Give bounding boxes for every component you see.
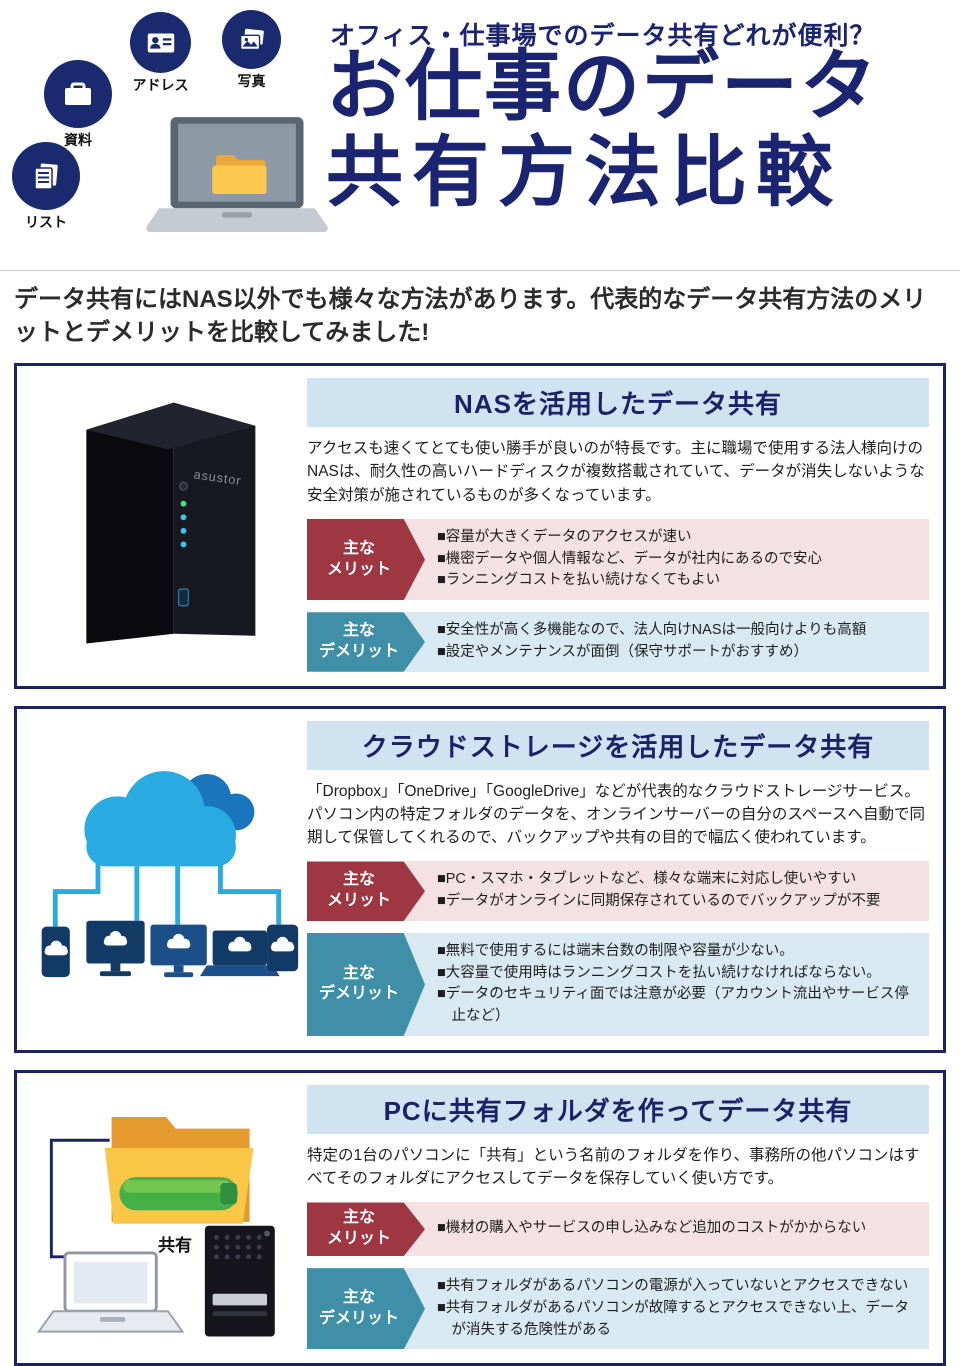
section-title: クラウドストレージを活用したデータ共有 <box>307 720 929 770</box>
demerit-point: ■共有フォルダがあるパソコンが故障するとアクセスできない上、データが消失する危険… <box>437 1299 910 1338</box>
address-bubble: アドレス <box>130 12 191 95</box>
docs-bubble: 資料 <box>44 60 112 150</box>
demerit-point: ■データのセキュリティ面では注意が必要（アカウント流出やサービス停止など） <box>437 986 909 1025</box>
demerit-tag: 主な デメリット <box>307 932 425 1036</box>
merit-points: ■容量が大きくデータのアクセスが速い ■機密データや個人情報など、データが社内に… <box>405 518 929 601</box>
section-body: 特定の1台のパソコンに「共有」という名前のフォルダを作り、事務所の他パソコンはす… <box>307 1146 920 1188</box>
merit-point: ■機材の購入やサービスの申し込みなど追加のコストがかからない <box>437 1220 867 1237</box>
tagline: オフィス・仕事場でのデータ共有どれが便利？ <box>330 22 876 50</box>
demerit-points: ■共有フォルダがあるパソコンの電源が入っていないとアクセスできない ■共有フォル… <box>405 1268 929 1350</box>
merit-point: ■データがオンラインに同期保存されているのでバックアップが不要 <box>437 893 881 910</box>
merit-tag: 主な メリット <box>307 861 425 921</box>
page-title: お仕事のデータ 共有方法比較 <box>326 44 879 216</box>
page-title-line1: お仕事のデータ <box>326 44 879 130</box>
nas-tower-icon: asustor <box>86 402 256 644</box>
contact-card-icon <box>130 12 191 73</box>
merit-tag-top: 主な <box>342 871 375 889</box>
merit-points: ■機材の購入やサービスの申し込みなど追加のコストがかからない <box>405 1202 929 1257</box>
briefcase-icon <box>44 60 112 128</box>
merit-tag-bottom: メリット <box>326 1230 391 1248</box>
docs-bubble-label: 資料 <box>64 132 92 148</box>
section-cloud: クラウドストレージを活用したデータ共有 「Dropbox」「OneDrive」「… <box>14 705 946 1053</box>
demerit-tag-top: 主な <box>342 622 375 640</box>
merit-point: ■ランニングコストを払い続けなくてもよい <box>437 572 721 589</box>
demerit-tag-top: 主な <box>342 1288 375 1306</box>
laptop-illustration <box>142 112 332 245</box>
demerit-points: ■安全性が高く多機能なので、法人向けNASは一般向けよりも高額 ■設定やメンテナ… <box>405 612 929 672</box>
photo-icon <box>222 10 281 69</box>
section-pc-share: 共有 PCに共有フォルダを作ってデータ共有 特定の1台のパソコンに「共有」という… <box>14 1069 946 1366</box>
demerit-point: ■無料で使用するには端末台数の制限や容量が少ない。 <box>437 942 794 959</box>
demerit-row: 主な デメリット ■共有フォルダがあるパソコンの電源が入っていないとアクセスでき… <box>307 1268 929 1350</box>
merit-row: 主な メリット ■容量が大きくデータのアクセスが速い ■機密データや個人情報など… <box>307 518 929 601</box>
demerit-row: 主な デメリット ■安全性が高く多機能なので、法人向けNASは一般向けよりも高額… <box>307 612 929 672</box>
section-body: 「Dropbox」「OneDrive」「GoogleDrive」などが代表的なク… <box>307 782 925 847</box>
section-title: NASを活用したデータ共有 <box>307 378 929 428</box>
merit-row: 主な メリット ■機材の購入やサービスの申し込みなど追加のコストがかからない <box>307 1202 929 1257</box>
list-document-icon <box>12 142 80 210</box>
merit-tag-top: 主な <box>342 1209 375 1227</box>
merit-tag: 主な メリット <box>307 518 425 601</box>
section-nas: asustor NASを活用したデータ共有 アクセスも速くてとても使い勝手が良い… <box>14 363 946 689</box>
demerit-tag-bottom: デメリット <box>318 1309 399 1327</box>
merit-tag: 主な メリット <box>307 1202 425 1257</box>
demerit-tag-bottom: デメリット <box>318 642 399 660</box>
merit-tag-bottom: メリット <box>326 892 391 910</box>
demerit-tag-top: 主な <box>342 964 375 982</box>
photo-bubble-label: 写真 <box>237 73 266 89</box>
demerit-point: ■大容量で使用時はランニングコストを払い続けなければならない。 <box>437 964 881 981</box>
demerit-tag-bottom: デメリット <box>318 985 399 1003</box>
section-body: アクセスも速くてとても使い勝手が良いのが特長です。主に職場で使用する法人様向けの… <box>307 440 925 504</box>
merit-point: ■容量が大きくデータのアクセスが速い <box>437 528 692 545</box>
section-title: PCに共有フォルダを作ってデータ共有 <box>307 1084 929 1134</box>
intro-text: データ共有にはNAS以外でも様々な方法があります。代表的なデータ共有方法のメリッ… <box>0 270 960 363</box>
demerit-row: 主な デメリット ■無料で使用するには端末台数の制限や容量が少ない。 ■大容量で… <box>307 932 929 1036</box>
photo-bubble: 写真 <box>222 10 281 91</box>
nas-device-illustration: asustor <box>25 378 307 672</box>
merit-points: ■PC・スマホ・タブレットなど、様々な端末に対応し使いやすい ■データがオンライ… <box>405 861 929 921</box>
merit-tag-bottom: メリット <box>326 560 391 578</box>
address-bubble-label: アドレス <box>132 77 189 93</box>
page-title-line2: 共有方法比較 <box>326 130 842 217</box>
merit-tag-top: 主な <box>342 539 375 557</box>
demerit-point: ■設定やメンテナンスが面倒（保守サポートがおすすめ） <box>437 643 808 660</box>
nas-brand-label: asustor <box>193 467 243 488</box>
demerit-point: ■共有フォルダがあるパソコンの電源が入っていないとアクセスできない <box>437 1278 909 1295</box>
merit-point: ■PC・スマホ・タブレットなど、様々な端末に対応し使いやすい <box>437 871 857 888</box>
demerit-point: ■安全性が高く多機能なので、法人向けNASは一般向けよりも高額 <box>437 622 867 639</box>
header: 資料 アドレス 写真 <box>0 0 960 270</box>
merit-row: 主な メリット ■PC・スマホ・タブレットなど、様々な端末に対応し使いやすい ■… <box>307 861 929 921</box>
list-bubble: リスト <box>12 142 80 232</box>
demerit-tag: 主な デメリット <box>307 612 425 672</box>
list-bubble-label: リスト <box>25 214 67 230</box>
shared-folder-illustration: 共有 <box>25 1085 307 1349</box>
folder-pc-icon <box>36 1117 275 1337</box>
shared-folder-label: 共有 <box>158 1235 192 1255</box>
cloud-network-illustration <box>25 721 307 1036</box>
demerit-points: ■無料で使用するには端末台数の制限や容量が少ない。 ■大容量で使用時はランニング… <box>405 932 929 1036</box>
cloud-devices-icon <box>41 771 299 978</box>
demerit-tag: 主な デメリット <box>307 1268 425 1350</box>
merit-point: ■機密データや個人情報など、データが社内にあるので安心 <box>437 550 823 567</box>
